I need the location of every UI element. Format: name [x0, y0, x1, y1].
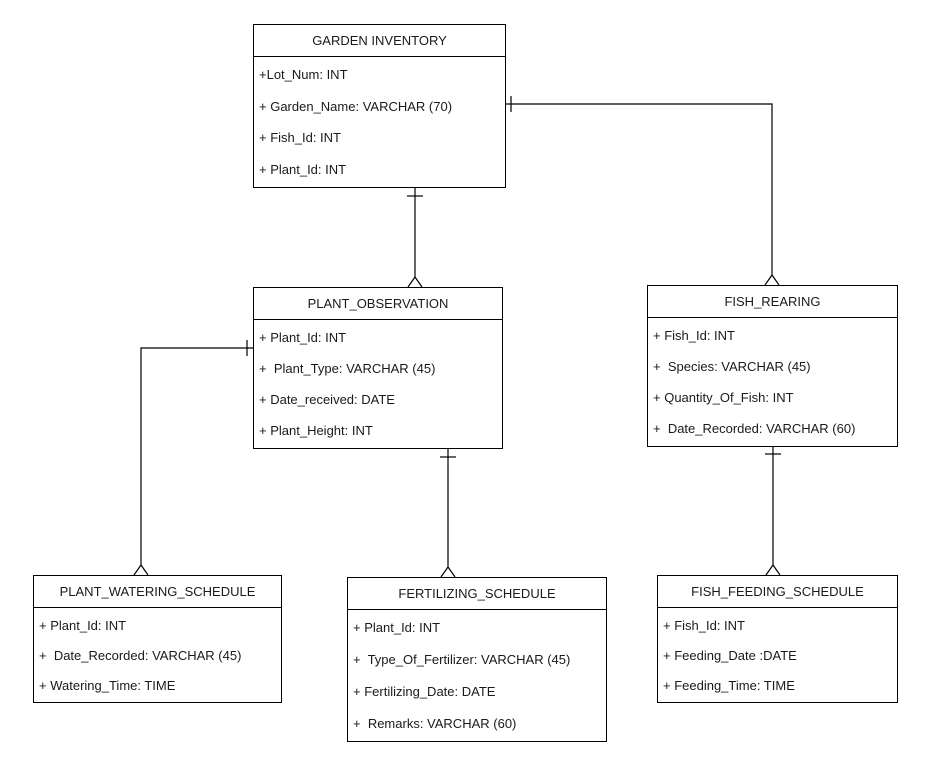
entity-fish-feeding-schedule[interactable]: FISH_FEEDING_SCHEDULE + Fish_Id: INT + F…: [657, 575, 898, 703]
entity-attribute: + Fertilizing_Date: DATE: [353, 683, 496, 699]
entity-attribute: + Fish_Id: INT: [663, 617, 745, 633]
entity-fish-rearing[interactable]: FISH_REARING + Fish_Id: INT + Species: V…: [647, 285, 898, 447]
relationship-plant-observation-fertilizing-schedule: [440, 449, 456, 578]
entity-attribute: + Plant_Height: INT: [259, 423, 373, 438]
entity-title: FERTILIZING_SCHEDULE: [348, 578, 606, 610]
entity-attribute: + Remarks: VARCHAR (60): [353, 715, 517, 731]
entity-title: PLANT_OBSERVATION: [254, 288, 502, 320]
entity-title: PLANT_WATERING_SCHEDULE: [34, 576, 281, 608]
entity-garden-inventory[interactable]: GARDEN INVENTORY +Lot_Num: INT + Garden_…: [253, 24, 506, 188]
cardinality-many-crowfoot: [440, 566, 456, 578]
entity-attribute: + Plant_Id: INT: [39, 617, 127, 633]
entity-attribute: + Date_Recorded: VARCHAR (60): [653, 421, 856, 436]
entity-attribute: + Date_received: DATE: [259, 392, 395, 407]
cardinality-many-crowfoot: [407, 276, 423, 288]
entity-attribute: + Plant_Id: INT: [259, 330, 347, 345]
cardinality-many-crowfoot: [133, 564, 149, 576]
entity-attribute-list: +Lot_Num: INT + Garden_Name: VARCHAR (70…: [254, 57, 505, 187]
cardinality-many-crowfoot: [764, 274, 780, 286]
relationship-garden-inventory-fish-rearing: [506, 96, 780, 286]
entity-attribute: +Lot_Num: INT: [259, 67, 348, 83]
entity-fertilizing-schedule[interactable]: FERTILIZING_SCHEDULE + Plant_Id: INT + T…: [347, 577, 607, 742]
relationship-fish-rearing-fish-feeding-schedule: [765, 447, 781, 576]
entity-title: GARDEN INVENTORY: [254, 25, 505, 57]
cardinality-many-crowfoot: [765, 564, 781, 576]
entity-attribute: + Date_Recorded: VARCHAR (45): [39, 647, 242, 663]
relationship-garden-inventory-plant-observation: [407, 188, 423, 288]
entity-attribute-list: + Fish_Id: INT + Species: VARCHAR (45) +…: [648, 318, 897, 446]
entity-attribute: + Plant_Id: INT: [353, 620, 441, 636]
entity-attribute: + Watering_Time: TIME: [39, 677, 176, 693]
entity-attribute: + Type_Of_Fertilizer: VARCHAR (45): [353, 652, 571, 668]
entity-attribute-list: + Plant_Id: INT + Date_Recorded: VARCHAR…: [34, 608, 281, 702]
entity-attribute: + Feeding_Time: TIME: [663, 677, 795, 693]
entity-attribute: + Plant_Type: VARCHAR (45): [259, 361, 436, 376]
entity-plant-observation[interactable]: PLANT_OBSERVATION + Plant_Id: INT + Plan…: [253, 287, 503, 449]
entity-title: FISH_REARING: [648, 286, 897, 318]
relationship-plant-observation-plant-watering-schedule: [133, 340, 253, 576]
entity-attribute: + Plant_Id: INT: [259, 161, 347, 177]
entity-attribute: + Fish_Id: INT: [259, 130, 341, 146]
entity-attribute: + Quantity_Of_Fish: INT: [653, 390, 794, 405]
entity-attribute: + Feeding_Date :DATE: [663, 647, 797, 663]
entity-title: FISH_FEEDING_SCHEDULE: [658, 576, 897, 608]
entity-attribute-list: + Fish_Id: INT + Feeding_Date :DATE + Fe…: [658, 608, 897, 702]
entity-plant-watering-schedule[interactable]: PLANT_WATERING_SCHEDULE + Plant_Id: INT …: [33, 575, 282, 703]
entity-attribute-list: + Plant_Id: INT + Type_Of_Fertilizer: VA…: [348, 610, 606, 741]
entity-attribute: + Garden_Name: VARCHAR (70): [259, 98, 453, 114]
entity-attribute: + Fish_Id: INT: [653, 328, 735, 343]
entity-attribute: + Species: VARCHAR (45): [653, 359, 811, 374]
entity-attribute-list: + Plant_Id: INT + Plant_Type: VARCHAR (4…: [254, 320, 502, 448]
